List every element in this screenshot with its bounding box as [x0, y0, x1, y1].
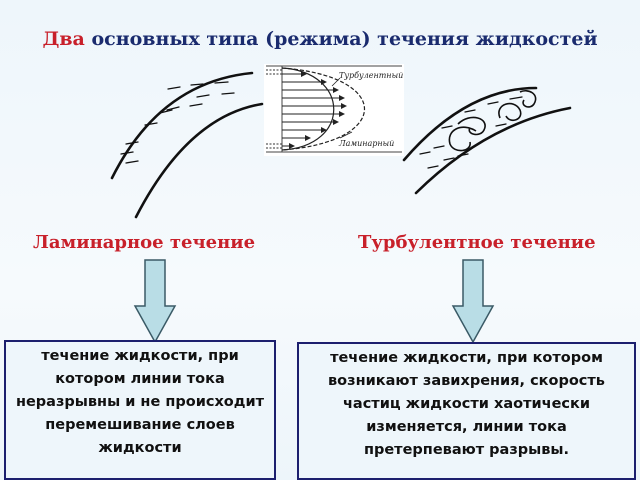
turbulent-description: течение жидкости, при котором возникают …: [328, 350, 605, 458]
laminar-pipe-lower-wall: [134, 102, 264, 219]
profile-label-turbulent: Турбулентный: [339, 71, 403, 80]
turbulent-profile-curve: [281, 67, 335, 151]
laminar-description-box: течение жидкости, при котором линии тока…: [4, 340, 276, 480]
turbulent-pipe-upper-wall: [402, 86, 538, 162]
profile-label-laminar: Ламинарный: [338, 139, 394, 148]
turbulent-heading: Турбулентное течение: [358, 232, 596, 253]
laminar-label-leader: [339, 131, 353, 139]
laminar-profile-curve: [281, 67, 365, 151]
page-title: Два основных типа (режима) течения жидко…: [0, 28, 640, 50]
laminar-streamline-dashes: [120, 81, 235, 164]
turbulent-label-leader: [331, 77, 341, 87]
laminar-heading: Ламинарное течение: [33, 232, 256, 253]
turbulent-eddies: [448, 89, 537, 152]
turbulent-description-box: течение жидкости, при котором возникают …: [297, 342, 636, 480]
laminar-description: течение жидкости, при котором линии тока…: [15, 348, 265, 456]
laminar-pipe-upper-wall: [110, 71, 254, 180]
laminar-down-arrow: [133, 259, 177, 344]
profile-hatching: [266, 69, 282, 149]
title-accent: Два: [42, 28, 85, 50]
turbulent-down-arrow: [451, 259, 495, 344]
title-rest: основных типа (режима) течения жидкостей: [84, 28, 598, 50]
turbulent-streamline-dashes: [419, 96, 523, 169]
turbulent-pipe-lower-wall: [414, 106, 572, 195]
